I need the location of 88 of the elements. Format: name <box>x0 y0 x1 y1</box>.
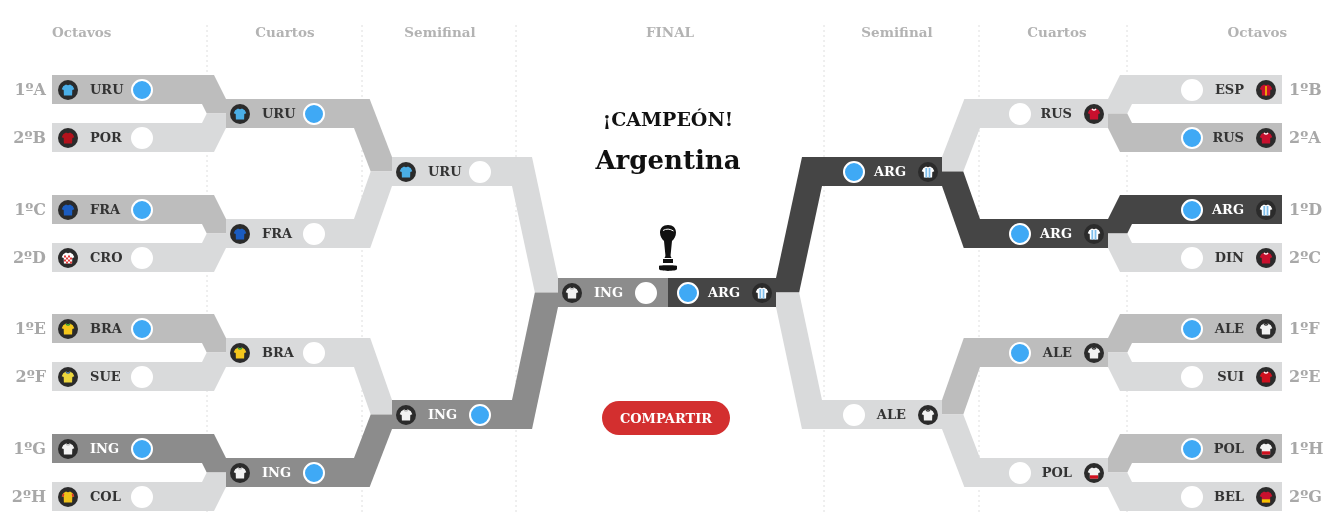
bracket-ribbon <box>512 292 558 429</box>
bracket-ribbon <box>942 171 980 248</box>
team-code: DIN <box>1214 250 1244 265</box>
bracket-ribbon <box>202 113 226 152</box>
bracket-ribbon <box>202 195 226 234</box>
champion-heading: ¡CAMPEÓN! <box>602 109 734 131</box>
team-code: ARG <box>708 285 740 300</box>
seed-label: 1ºD <box>1289 199 1322 220</box>
team-code: BEL <box>1213 489 1244 504</box>
seed-label: 1ºH <box>1289 438 1324 459</box>
bracket-ribbon <box>1108 113 1132 152</box>
bracket-ribbon <box>1108 434 1132 473</box>
seed-label: 1ºE <box>14 318 46 339</box>
bracket-ribbon <box>776 292 822 429</box>
bracket-ribbon <box>1108 233 1132 272</box>
bracket-ribbon <box>1108 352 1132 391</box>
seed-label: 2ºG <box>1289 486 1322 507</box>
round-header: Semifinal <box>404 25 476 41</box>
bracket-ribbon <box>942 414 980 487</box>
bracket-ribbon <box>354 414 392 487</box>
seed-label: 2ºA <box>1289 127 1321 148</box>
team-code: ALE <box>876 407 906 422</box>
seed-label: 2ºD <box>13 247 46 268</box>
team-code: SUE <box>90 369 121 384</box>
team-code: ALE <box>1214 321 1244 336</box>
bracket-ribbon <box>202 233 226 272</box>
bracket-ribbon <box>354 338 392 415</box>
round-header: Semifinal <box>861 25 933 41</box>
team-code: URU <box>428 164 462 179</box>
bracket-ribbon <box>202 472 226 511</box>
team-code: ING <box>90 441 120 456</box>
bracket-ribbon <box>512 157 558 293</box>
team-code: ING <box>262 465 292 480</box>
team-code: CRO <box>90 250 123 265</box>
team-code: ARG <box>1212 202 1244 217</box>
team-slot <box>558 278 668 307</box>
team-code: ARG <box>874 164 906 179</box>
team-code: RUS <box>1212 130 1244 145</box>
bracket-ribbon <box>354 171 392 248</box>
seed-label: 2ºB <box>13 127 46 148</box>
team-slot <box>668 278 776 307</box>
round-header: FINAL <box>645 25 695 41</box>
team-code: ESP <box>1214 82 1244 97</box>
seed-label: 2ºE <box>1289 366 1321 387</box>
bracket-ribbon <box>202 434 226 473</box>
team-code: ALE <box>1042 345 1072 360</box>
team-code: POR <box>90 130 122 145</box>
team-code: BRA <box>262 345 294 360</box>
team-code: COL <box>90 489 121 504</box>
team-code: SUI <box>1217 369 1244 384</box>
champion-name: Argentina <box>595 146 741 176</box>
team-code: ARG <box>1040 226 1072 241</box>
seed-label: 1ºA <box>14 79 46 100</box>
team-code: ING <box>594 285 624 300</box>
team-slot <box>392 400 512 429</box>
team-code: FRA <box>90 202 121 217</box>
seed-label: 1ºF <box>1289 318 1320 339</box>
team-code: ING <box>428 407 458 422</box>
bracket-ribbon <box>202 352 226 391</box>
bracket-ribbon <box>1108 75 1132 114</box>
team-code: URU <box>90 82 124 97</box>
round-header: Cuartos <box>255 25 315 41</box>
team-code: POL <box>1213 441 1244 456</box>
round-header: Octavos <box>1227 25 1287 41</box>
seed-label: 2ºC <box>1289 247 1321 268</box>
bracket-ribbon <box>354 99 392 172</box>
seed-label: 2ºH <box>11 486 46 507</box>
seed-label: 1ºG <box>13 438 46 459</box>
bracket-ribbon <box>1108 195 1132 234</box>
bracket-ribbon <box>202 314 226 353</box>
bracket-ribbon <box>776 157 822 293</box>
team-code: POL <box>1041 465 1072 480</box>
round-header: Cuartos <box>1027 25 1087 41</box>
bracket-ribbon <box>202 75 226 114</box>
seed-label: 1ºB <box>1289 79 1322 100</box>
bracket-ribbon <box>1108 314 1132 353</box>
team-code: BRA <box>90 321 122 336</box>
team-slot <box>822 157 942 186</box>
bracket-ribbon <box>942 338 980 415</box>
seed-label: 1ºC <box>14 199 46 220</box>
team-code: URU <box>262 106 296 121</box>
bracket-ribbon <box>1108 472 1132 511</box>
share-button: COMPARTIR <box>602 401 730 435</box>
bracket-ribbon <box>942 99 980 172</box>
round-header: Octavos <box>52 25 112 41</box>
team-code: FRA <box>262 226 293 241</box>
team-code: RUS <box>1040 106 1072 121</box>
seed-label: 2ºF <box>15 366 46 387</box>
